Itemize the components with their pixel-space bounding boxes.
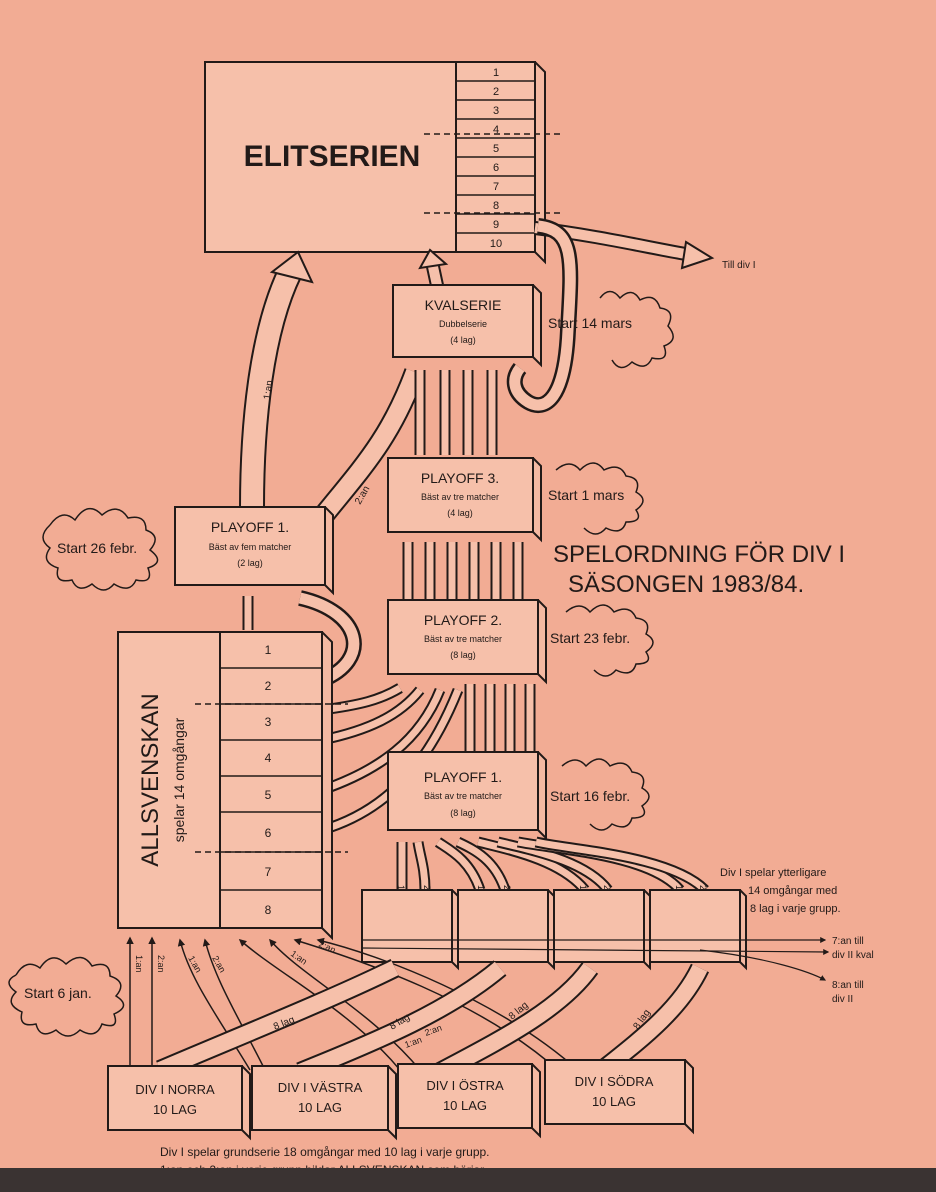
playoff1-lower-box: PLAYOFF 1. Bäst av tre matcher (8 lag)	[387, 751, 547, 841]
kvalserie-start-burst: Start 14 mars	[548, 290, 674, 369]
playoff1-upper-title: PLAYOFF 1.	[211, 519, 289, 535]
elitserien-slot: 5	[493, 143, 499, 155]
heading-line2: SÄSONGEN 1983/84.	[568, 571, 804, 598]
playoff2-start: Start 23 febr.	[550, 630, 630, 646]
division-teams: 10 LAG	[298, 1100, 342, 1115]
playoff1-upper-start-burst: Start 26 febr.	[42, 507, 159, 591]
division-sodra: DIV I SÖDRA 10 LAG	[544, 1059, 694, 1135]
kvalserie-line2: (4 lag)	[450, 335, 476, 345]
elitserien-slot: 7	[493, 181, 499, 193]
releg-line1: 8:an till	[832, 980, 864, 991]
playoff3-title: PLAYOFF 3.	[421, 470, 499, 486]
playoff1-to-elit-arrow: 1:an	[239, 250, 314, 509]
allsvenskan-slot: 1	[265, 643, 272, 657]
kvalserie-box: KVALSERIE Dubbelserie (4 lag)	[392, 284, 542, 368]
allsvenskan-slot: 7	[265, 865, 272, 879]
elitserien-slot: 8	[493, 200, 499, 212]
arrow-label-second: 2:an	[156, 955, 166, 973]
arrow-label-first: 1:an	[262, 380, 276, 401]
allsvenskan-title: ALLSVENSKAN	[137, 693, 164, 866]
arrow-label-first: 1:an	[134, 955, 144, 973]
playoff1-lower-line2: (8 lag)	[450, 808, 476, 818]
kval-line2: div II kval	[832, 950, 874, 961]
kvalserie-start: Start 14 mars	[548, 315, 632, 331]
kval-line1: 7:an till	[832, 936, 864, 947]
footer-line1: Div I spelar grundserie 18 omgångar med …	[160, 1145, 490, 1159]
continuation-line1: Div I spelar ytterligare	[720, 867, 826, 879]
kvalserie-line1: Dubbelserie	[439, 319, 487, 329]
playoff2-title: PLAYOFF 2.	[424, 612, 502, 628]
allsvenskan-slot: 2	[265, 679, 272, 693]
allsvenskan-slot: 5	[265, 788, 272, 802]
arrow-label-first: 1:an	[289, 948, 309, 966]
division-teams: 10 LAG	[153, 1102, 197, 1117]
playoff1-lower-title: PLAYOFF 1.	[424, 769, 502, 785]
elitserien-slots: 1 2 3 4 5 6 7 8 9 10	[456, 67, 535, 250]
elitserien-slot: 6	[493, 162, 499, 174]
allsvenskan-slot: 6	[265, 826, 272, 840]
playoff2-line1: Bäst av tre matcher	[424, 634, 502, 644]
playoff3-line2: (4 lag)	[447, 508, 473, 518]
continuation-line2: 14 omgångar med	[748, 885, 837, 897]
allsvenskan-subtitle: spelar 14 omgångar	[171, 717, 187, 842]
allsvenskan-start-burst: Start 6 jan.	[8, 956, 125, 1037]
playoff1-upper-start: Start 26 febr.	[57, 540, 137, 556]
continuation-groups	[361, 889, 830, 981]
playoff1-upper-line2: (2 lag)	[237, 558, 263, 568]
continuation-line3: 8 lag i varje grupp.	[750, 903, 841, 915]
releg-line2: div II	[832, 994, 853, 1005]
elitserien-box: ELITSERIEN 1 2 3 4 5 6 7 8 9 10	[204, 61, 560, 265]
playoff3-start: Start 1 mars	[548, 487, 624, 503]
playoff3-start-burst: Start 1 mars	[548, 462, 644, 535]
playoff2-line2: (8 lag)	[450, 650, 476, 660]
elitserien-slot: 3	[493, 105, 499, 117]
bottom-overlay-bar	[0, 1168, 936, 1192]
allsvenskan-slot: 4	[265, 751, 272, 765]
division-boxes: DIV I NORRA 10 LAG DIV I VÄSTRA 10 LAG D…	[107, 1059, 694, 1141]
playoff2-to-playoff3-arrows	[402, 542, 524, 600]
allsvenskan-slot: 3	[265, 715, 272, 729]
allsvenskan-start: Start 6 jan.	[24, 985, 92, 1001]
heading-line1: SPELORDNING FÖR DIV I	[553, 541, 845, 568]
elitserien-slot: 10	[490, 238, 502, 250]
playoff1-upper-line1: Bäst av fem matcher	[209, 542, 292, 552]
playoff1-lower-start: Start 16 febr.	[550, 788, 630, 804]
playoff1-lower-line1: Bäst av tre matcher	[424, 791, 502, 801]
continuation-notes: Div I spelar ytterligare 14 omgångar med…	[720, 867, 874, 1005]
playoff3-line1: Bäst av tre matcher	[421, 492, 499, 502]
playoff1-lower-start-burst: Start 16 febr.	[550, 758, 650, 831]
division-name: DIV I VÄSTRA	[278, 1080, 363, 1095]
division-norra: DIV I NORRA 10 LAG	[107, 1065, 251, 1141]
division-teams: 10 LAG	[443, 1098, 487, 1113]
elitserien-slot: 1	[493, 67, 499, 79]
playoff2-start-burst: Start 23 febr.	[550, 604, 654, 677]
division-teams: 10 LAG	[592, 1094, 636, 1109]
allsvenskan-box: ALLSVENSKAN spelar 14 omgångar 1 2 3 4 5…	[117, 631, 348, 941]
diagram-heading: SPELORDNING FÖR DIV I SÄSONGEN 1983/84.	[553, 541, 845, 598]
playoff3-box: PLAYOFF 3. Bäst av tre matcher (4 lag)	[387, 457, 542, 543]
relegation-label: Till div I	[722, 260, 756, 271]
division-name: DIV I NORRA	[135, 1082, 215, 1097]
allsvenskan-slot: 8	[265, 903, 272, 917]
elitserien-slot: 9	[493, 219, 499, 231]
division-ostra: DIV I ÖSTRA 10 LAG	[397, 1063, 541, 1139]
playoff1-to-playoff2-arrows	[464, 684, 536, 752]
playoff1-upper-box: PLAYOFF 1. Bäst av fem matcher (2 lag)	[174, 506, 334, 596]
kvalserie-title: KVALSERIE	[425, 297, 502, 313]
division-name: DIV I ÖSTRA	[426, 1078, 504, 1093]
elitserien-title: ELITSERIEN	[244, 140, 421, 173]
allsvenskan-to-playoff1-arrows	[242, 590, 362, 688]
division-vastra: DIV I VÄSTRA 10 LAG	[251, 1065, 397, 1141]
playoff2-box: PLAYOFF 2. Bäst av tre matcher (8 lag)	[387, 599, 547, 685]
division-name: DIV I SÖDRA	[575, 1074, 654, 1089]
elitserien-slot: 2	[493, 86, 499, 98]
playoff3-to-kval-arrows	[414, 370, 498, 455]
elitserien-slot: 4	[493, 124, 499, 136]
